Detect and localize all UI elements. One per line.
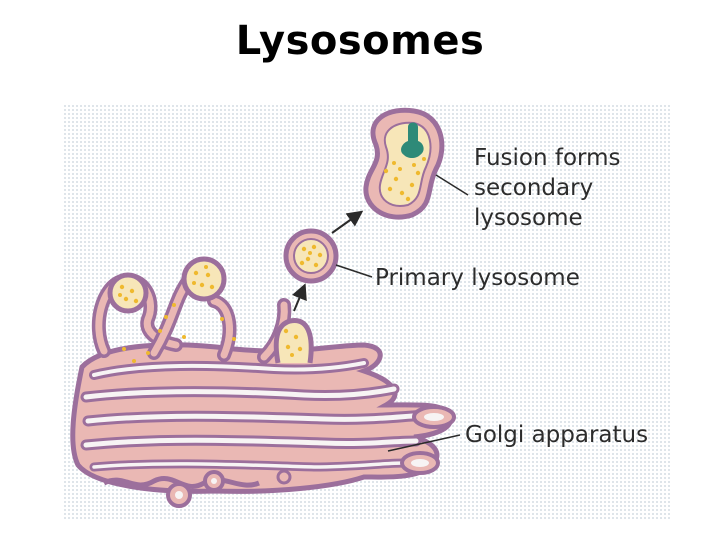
label-line: lysosome [474, 203, 621, 233]
label-golgi-apparatus: Golgi apparatus [465, 420, 648, 450]
label-line: secondary [474, 173, 621, 203]
primary-lysosome [286, 231, 336, 281]
slide-title: Lysosomes [0, 18, 720, 64]
lysosome-diagram: Fusion forms secondary lysosome Primary … [64, 105, 670, 521]
label-secondary-lysosome: Fusion forms secondary lysosome [474, 143, 621, 233]
label-line: Fusion forms [474, 143, 621, 173]
label-primary-lysosome: Primary lysosome [375, 263, 580, 293]
